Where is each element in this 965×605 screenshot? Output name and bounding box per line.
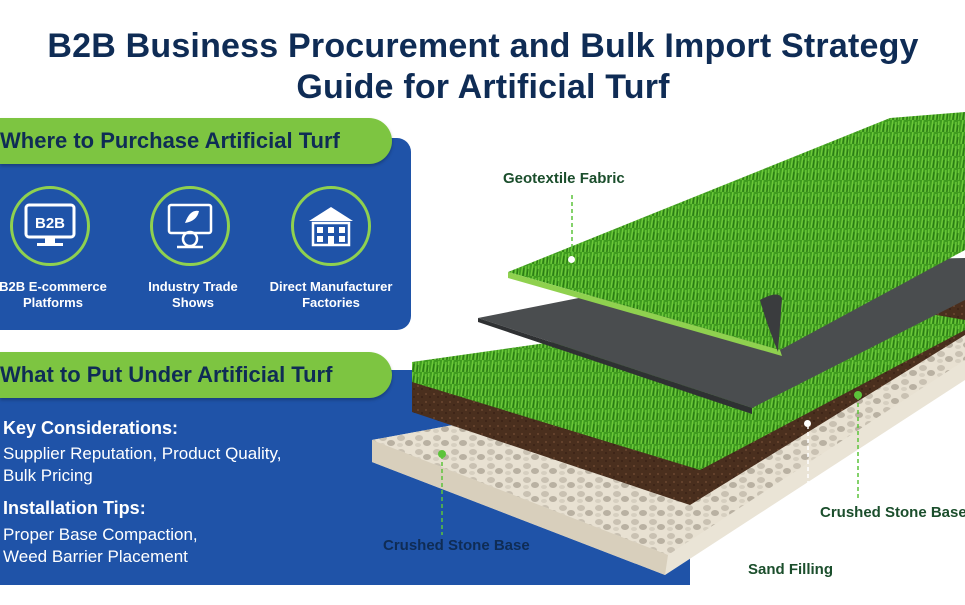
b2b-computer-icon: B2B — [24, 203, 76, 246]
installation-tips-title: Installation Tips: — [3, 498, 146, 518]
base-slab-edge — [372, 440, 668, 575]
page-title: B2B Business Procurement and Bulk Import… — [0, 26, 965, 108]
geotextile-edge — [478, 318, 752, 414]
purchase-heading-ribbon: Where to Purchase Artificial Turf — [0, 118, 392, 164]
key-considerations-title: Key Considerations: — [3, 418, 179, 438]
b2b-icon-text: B2B — [35, 215, 65, 232]
tips-line-2: Weed Barrier Placement — [3, 547, 188, 566]
label-crushed-stone-left: Crushed Stone Base — [383, 537, 530, 554]
card-label-trade-line1: Industry Trade — [148, 279, 238, 294]
card-label-trade-shows: Industry Trade Shows — [118, 279, 268, 311]
top-grass-backing — [508, 272, 782, 356]
card-label-trade-line2: Shows — [172, 295, 214, 310]
trade-show-card-circle — [150, 186, 230, 266]
key-line-1: Supplier Reputation, Product Quality, — [3, 444, 282, 463]
tips-line-1: Proper Base Compaction, — [3, 525, 198, 544]
title-line-1: B2B Business Procurement and Bulk Import… — [47, 27, 919, 65]
under-heading-ribbon: What to Put Under Artificial Turf — [0, 352, 392, 398]
label-crushed-stone-right: Crushed Stone Base — [820, 504, 965, 521]
factory-icon — [309, 207, 353, 247]
b2b-card-circle: B2B — [10, 186, 90, 266]
turf-curl — [760, 294, 782, 352]
marker-sand — [804, 420, 811, 427]
top-grass-layer — [508, 112, 965, 350]
card-label-b2b: B2B E-commerce Platforms — [0, 279, 128, 311]
watermark: 豆包AI生成 — [873, 561, 965, 583]
card-label-b2b-line1: B2B E-commerce — [0, 279, 107, 294]
title-line-2: Guide for Artificial Turf — [296, 68, 670, 106]
under-heading: What to Put Under Artificial Turf — [0, 362, 333, 387]
trade-show-icon — [167, 203, 213, 249]
card-label-b2b-line2: Platforms — [23, 295, 83, 310]
key-line-2: Bulk Pricing — [3, 466, 93, 485]
label-sand-filling: Sand Filling — [748, 561, 833, 578]
purchase-heading: Where to Purchase Artificial Turf — [0, 128, 340, 153]
marker-geotextile — [568, 256, 575, 263]
installation-tips-text: Proper Base Compaction, Weed Barrier Pla… — [3, 524, 198, 568]
card-label-factories-line1: Direct Manufacturer — [269, 279, 393, 294]
key-considerations-text: Supplier Reputation, Product Quality, Bu… — [3, 443, 281, 487]
card-label-factories: Direct Manufacturer Factories — [256, 279, 406, 311]
label-geotextile-fabric: Geotextile Fabric — [503, 170, 625, 187]
marker-crushed-stone-left — [438, 450, 446, 458]
card-label-factories-line2: Factories — [302, 295, 360, 310]
factory-card-circle — [291, 186, 371, 266]
marker-crushed-stone-right — [854, 391, 862, 399]
